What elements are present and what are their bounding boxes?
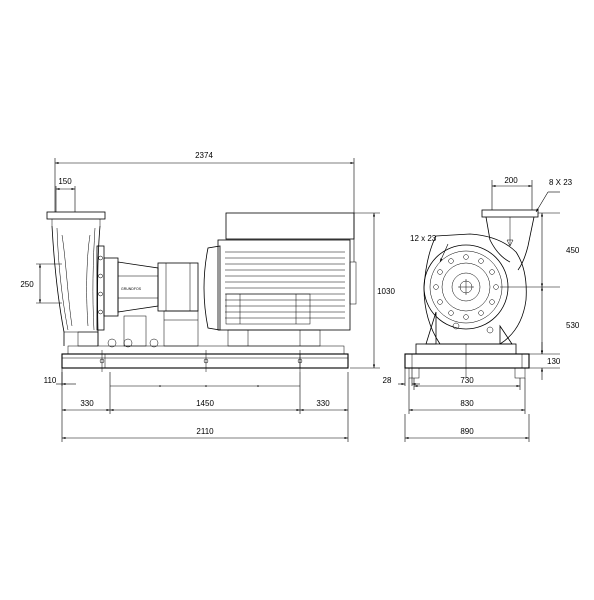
base-holes xyxy=(99,350,303,372)
dim-total-height-text: 1030 xyxy=(377,287,395,296)
dim-left-overhang-text: 110 xyxy=(44,376,57,385)
dim-axis-height-text: 530 xyxy=(566,321,580,330)
dim-bolt-center-text: 1450 xyxy=(196,399,214,408)
dim-bolt-end-right-text: 330 xyxy=(316,399,330,408)
dim-bolt-spacing: 330 1450 330 xyxy=(61,372,349,414)
dim-suction-flange-text: 150 xyxy=(58,177,72,186)
dim-base-height-text: 130 xyxy=(547,357,561,366)
dim-overall-length-text: 2374 xyxy=(195,151,213,160)
discharge-nozzle xyxy=(481,209,539,271)
dim-overall-length: 2374 xyxy=(54,151,355,262)
dim-bolt-width: 730 xyxy=(413,376,521,390)
dim-bolt-width-text: 730 xyxy=(460,376,474,385)
dim-base-length-text: 2110 xyxy=(196,427,214,436)
dim-base-length: 2110 xyxy=(61,414,349,442)
dim-vertical-front: 450 530 130 xyxy=(500,212,580,380)
dim-suction-bolts: 12 x 23 xyxy=(410,234,449,263)
dim-shaft-height: 250 xyxy=(20,263,62,304)
dim-discharge-height-text: 450 xyxy=(566,246,580,255)
dim-discharge-offset: 200 xyxy=(491,176,533,210)
volute-casing xyxy=(423,233,527,345)
dim-base-width-total: 890 xyxy=(404,414,530,442)
dim-side-offset: 28 xyxy=(383,368,420,386)
front-baseplate xyxy=(404,344,530,379)
flange-bolt-holes xyxy=(433,254,499,320)
dim-discharge-bolts: 8 X 23 xyxy=(535,178,573,213)
dim-discharge-bolts-text: 8 X 23 xyxy=(549,178,573,187)
pump-casing xyxy=(46,211,117,348)
dim-base-width-inner-text: 830 xyxy=(460,399,474,408)
dim-base-width-inner: 830 xyxy=(408,378,526,414)
baseplate xyxy=(61,345,349,369)
coupling-guard xyxy=(157,262,199,347)
dim-base-width-total-text: 890 xyxy=(460,427,474,436)
dim-discharge-offset-text: 200 xyxy=(504,176,518,185)
dim-left-overhang: 110 xyxy=(44,368,76,386)
front-view: 200 8 X 23 12 x 23 450 530 130 xyxy=(383,176,580,442)
dim-side-offset-text: 28 xyxy=(383,376,392,385)
motor xyxy=(203,212,357,347)
grundfos-logo: GRUNDFOS xyxy=(121,287,142,291)
dim-total-height: 1030 xyxy=(350,212,395,369)
dim-suction-flange: 150 xyxy=(55,177,76,212)
dim-bolt-end-left-text: 330 xyxy=(80,399,94,408)
dim-shaft-height-text: 250 xyxy=(20,280,34,289)
bearing-bracket xyxy=(103,257,159,348)
dim-suction-bolts-text: 12 x 23 xyxy=(410,234,437,243)
side-view: GRUNDFOS 2374 150 250 1030 xyxy=(20,151,395,442)
